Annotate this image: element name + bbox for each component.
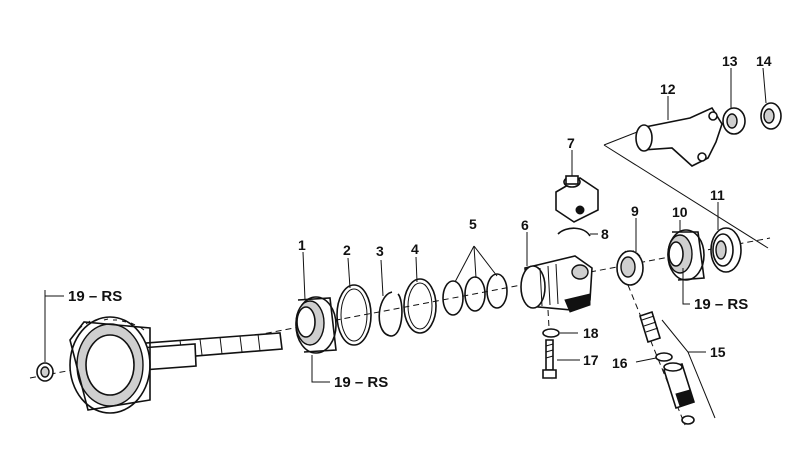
callout-16: 16 [612,355,628,371]
callout-6: 6 [521,217,529,233]
part-10-bearing [667,229,705,281]
part-7-bracket [555,175,599,223]
part-12-flange [635,106,723,167]
callout-3: 3 [376,243,384,259]
part-17-bolt [542,339,557,379]
callout-9: 9 [631,203,639,219]
part-16-o-ring [655,352,673,362]
callout-2: 2 [343,242,351,258]
callout-8: 8 [601,226,609,242]
part-14-washer [760,102,782,130]
callout-10: 10 [672,204,688,220]
callout-5: 5 [469,216,477,232]
callout-19-rs-right: 19 – RS [694,296,748,313]
part-9-gear [616,250,644,286]
part-13-nut [722,107,746,135]
part-2-ring [336,284,372,346]
part-18-washer [542,328,560,338]
callout-19-rs-bottom: 19 – RS [334,374,388,391]
callout-18: 18 [583,325,599,341]
part-4-ring [403,278,437,334]
part-8-clip [557,227,591,237]
callout-4: 4 [411,241,419,257]
callout-19-rs-left: 19 – RS [68,288,122,305]
callout-15: 15 [710,344,726,360]
callout-1: 1 [298,237,306,253]
callout-labels: 1 2 3 4 5 6 7 8 9 10 11 12 13 14 15 16 1… [68,53,772,391]
callout-17: 17 [583,352,599,368]
part-6-housing [520,255,593,313]
leader-lines [44,67,767,419]
part-11-seal [710,227,742,273]
part-3-circlip [378,291,403,337]
part-15-drive-pinion [639,310,695,425]
callout-14: 14 [756,53,772,69]
part-1-bearing [295,296,337,354]
callout-12: 12 [660,81,676,97]
input-shaft-assembly [36,316,283,414]
callout-13: 13 [722,53,738,69]
callout-7: 7 [567,135,575,151]
part-5-ring-set [442,273,508,316]
callout-11: 11 [710,187,725,203]
